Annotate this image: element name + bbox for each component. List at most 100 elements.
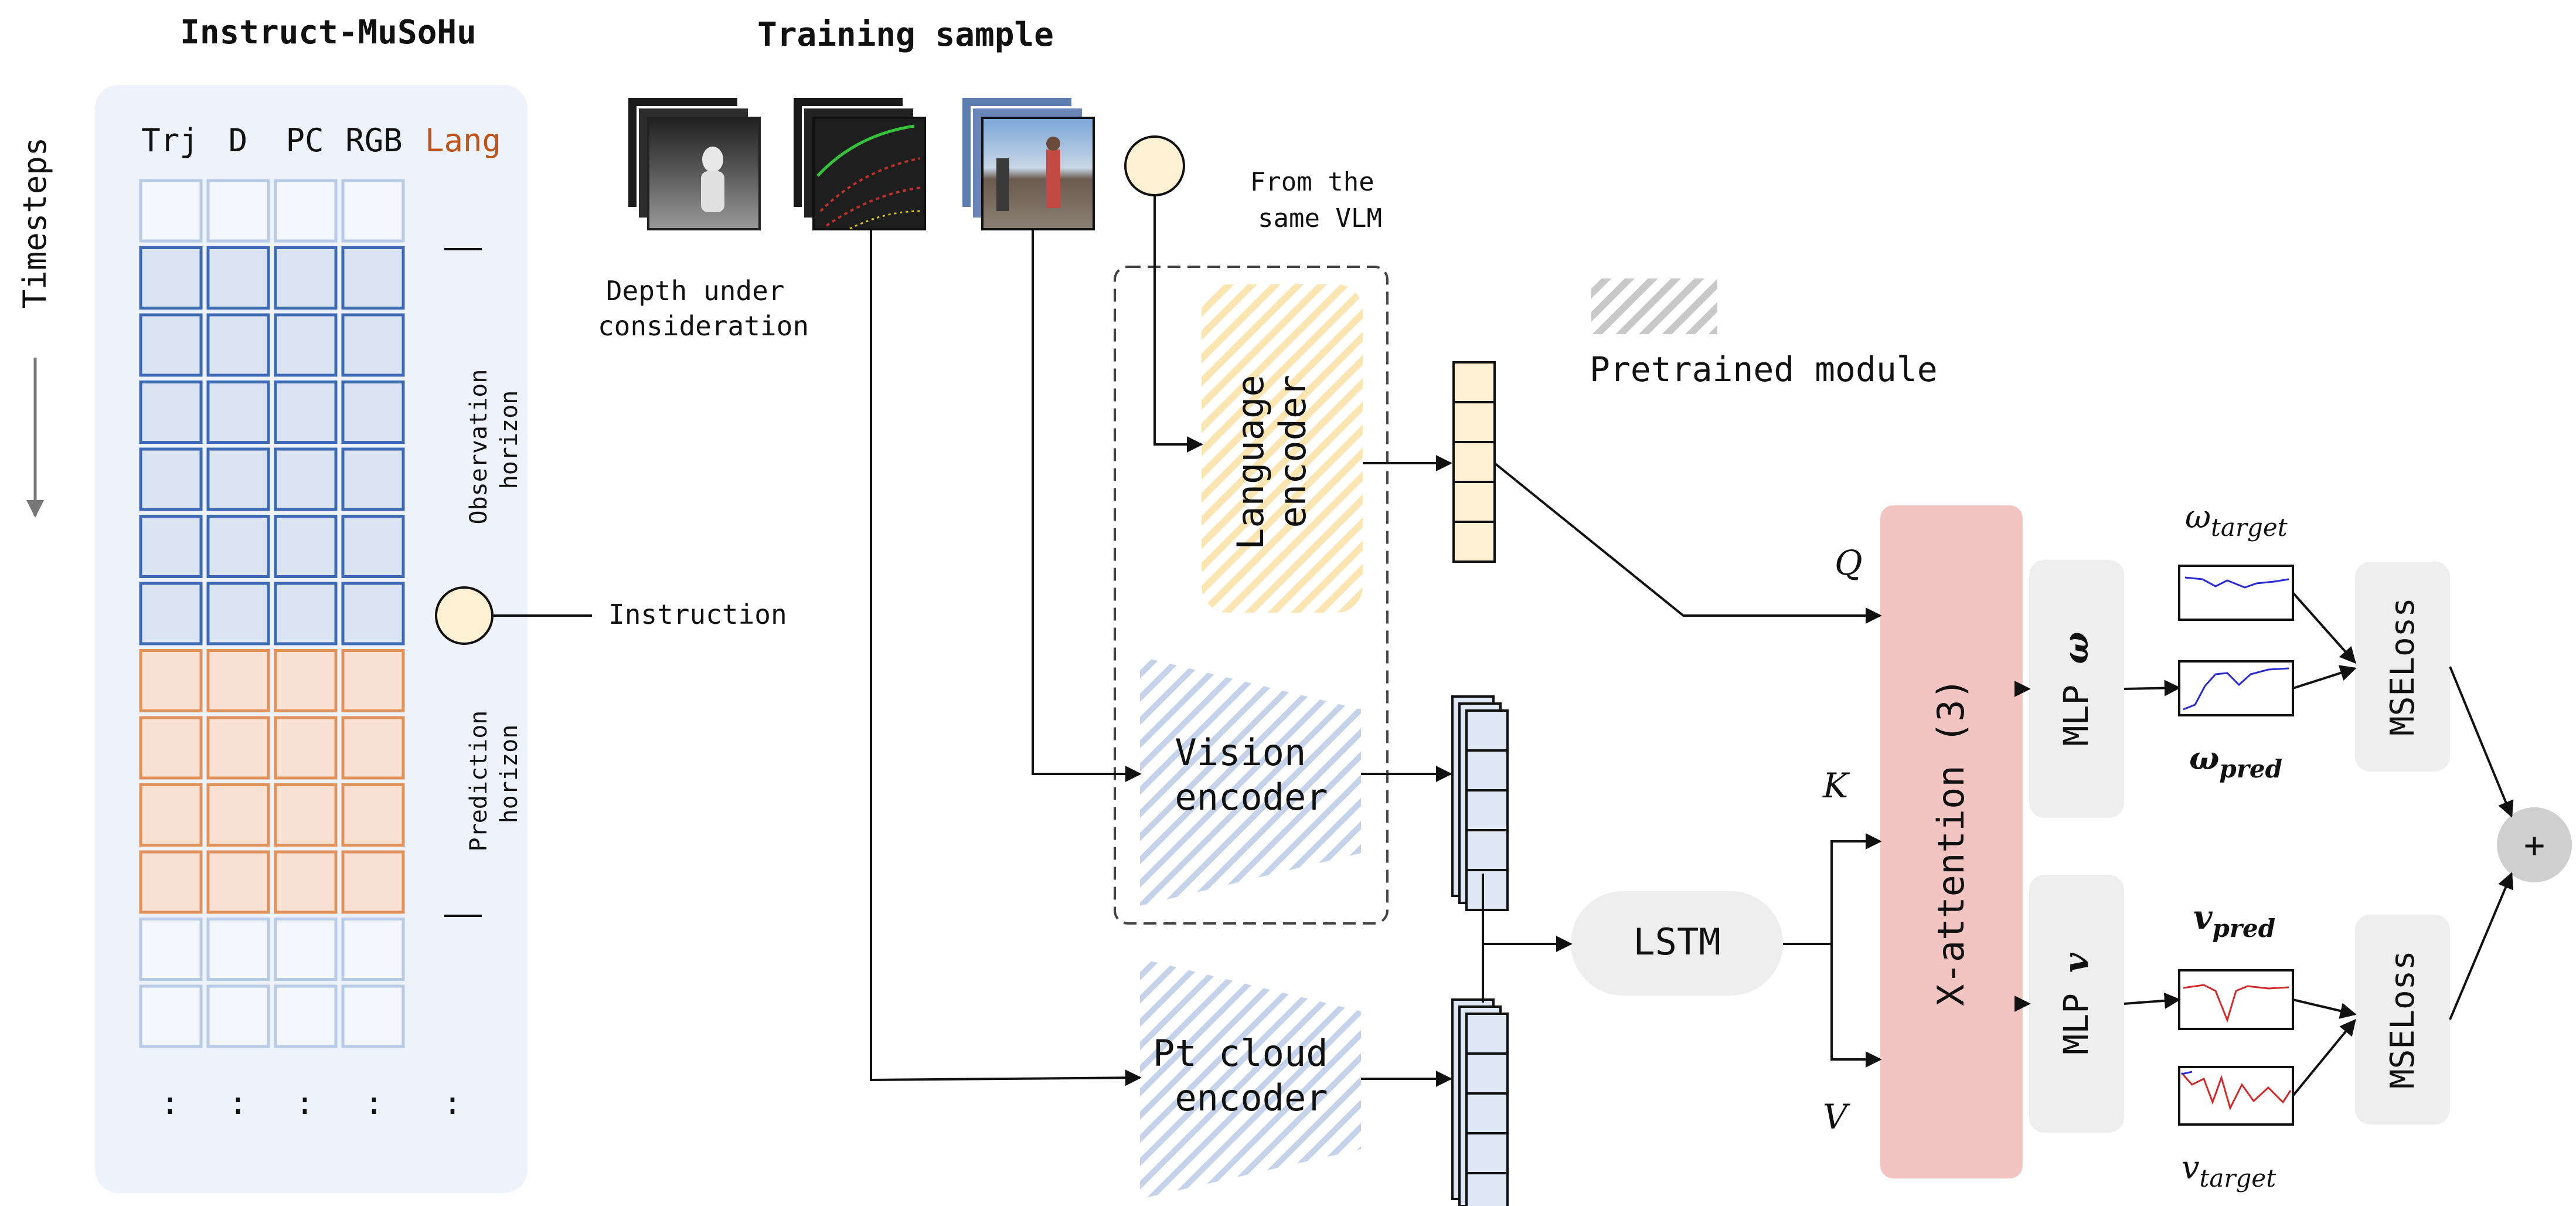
column-header-rgb: RGB: [345, 122, 403, 159]
x-attention-block: X-attention (3): [1880, 505, 2023, 1178]
observation-horizon-label: Observation horizon: [465, 355, 523, 525]
column-header-pc: PC: [285, 122, 324, 159]
vision-token-cell: [1465, 829, 1509, 871]
grid-cell-future: [206, 179, 270, 243]
grid-cell-future: [206, 984, 270, 1048]
q-label: Q: [1835, 543, 1863, 583]
grid-cell-obs: [274, 515, 338, 578]
mlp-omega-block: MLP ω: [2029, 560, 2124, 818]
connectors: [870, 195, 2514, 1097]
vlm-boundary: [1114, 266, 1389, 925]
svg-text:Vision encoder: Vision encoder: [1175, 731, 1328, 818]
grid-cell-obs: [274, 381, 338, 444]
grid-cell-pred: [341, 649, 405, 712]
grid-cell-obs: [341, 515, 405, 578]
grid-cell-obs: [341, 381, 405, 444]
grid-cell-obs: [139, 381, 203, 444]
dataset-title: Instruct-MuSoHu: [180, 13, 477, 52]
grid-cell-obs: [341, 313, 405, 377]
svg-text:Language encoder: Language encoder: [1229, 353, 1314, 550]
svg-text:MSELoss: MSELoss: [2384, 597, 2422, 736]
vision-token-cell: [1465, 869, 1509, 911]
grid-cell-pred: [206, 783, 270, 847]
language-token-cell: [1452, 521, 1496, 563]
point-cloud-feature-tokens: [1451, 998, 1509, 1206]
lstm-block: LSTM: [1571, 891, 1783, 996]
language-token-cell: [1452, 441, 1496, 483]
key-arrow: [1830, 833, 1882, 944]
svg-text:MSELoss: MSELoss: [2384, 950, 2422, 1089]
grid-cell-future: [274, 179, 338, 243]
grid-cell-obs: [274, 313, 338, 377]
grid-cell-pred: [274, 649, 338, 712]
omega-pred-to-loss: [2292, 665, 2357, 689]
ellipsis-rgb: :: [365, 1085, 384, 1122]
svg-text:MLP ω: MLP ω: [2056, 632, 2096, 746]
prediction-horizon-label: Prediction horizon: [465, 697, 523, 852]
grid-cell-pred: [206, 649, 270, 712]
timestep-grid: [139, 179, 405, 1048]
grid-cell-future: [341, 984, 405, 1048]
grid-cell-pred: [341, 850, 405, 914]
instruction-label: Instruction: [608, 599, 787, 630]
grid-cell-future: [206, 918, 270, 981]
language-token-cell: [1452, 481, 1496, 523]
grid-cell-obs: [341, 447, 405, 511]
pc-token-cell: [1465, 1013, 1509, 1055]
grid-cell-obs: [206, 381, 270, 444]
ellipsis-pc: :: [295, 1085, 315, 1122]
mseloss-top-block: MSELoss: [2355, 562, 2450, 772]
language-token: [1124, 135, 1185, 196]
svg-text:LSTM: LSTM: [1633, 920, 1720, 963]
grid-cell-obs: [206, 313, 270, 377]
grid-cell-pred: [274, 850, 338, 914]
point-cloud-image-stack: [791, 96, 926, 230]
legend: Pretrained module: [1590, 278, 1938, 389]
grid-cell-obs: [341, 582, 405, 646]
grid-cell-obs: [139, 447, 203, 511]
grid-cell-pred: [139, 850, 203, 914]
mseloss-bottom-block: MSELoss: [2355, 915, 2450, 1125]
grid-cell-future: [139, 984, 203, 1048]
omega-target-plot: [2178, 565, 2294, 621]
grid-cell-obs: [206, 447, 270, 511]
grid-cell-obs: [206, 246, 270, 310]
svg-text:Pt cloud encoder: Pt cloud encoder: [1153, 1032, 1350, 1119]
k-label: K: [1822, 766, 1850, 806]
grid-cell-obs: [139, 313, 203, 377]
grid-cell-obs: [274, 246, 338, 310]
v-pred-plot: [2178, 969, 2294, 1030]
grid-cell-future: [274, 984, 338, 1048]
svg-text:+: +: [2524, 825, 2545, 866]
grid-cell-obs: [341, 246, 405, 310]
omega-target-to-loss: [2292, 592, 2356, 664]
vision-token-cell: [1465, 709, 1509, 752]
grid-cell-pred: [274, 716, 338, 780]
grid-cell-pred: [341, 783, 405, 847]
rgb-image-stack: [960, 96, 1095, 230]
grid-cell-obs: [139, 515, 203, 578]
timesteps-label: Timesteps: [16, 137, 53, 309]
v-target-plot: [2178, 1066, 2294, 1126]
language-token-cell: [1452, 361, 1496, 403]
mlp-omega-to-pred: [2124, 680, 2181, 697]
grid-cell-obs: [139, 582, 203, 646]
svg-text:X-attention (3): X-attention (3): [1930, 678, 1972, 1006]
pc-token-cell: [1465, 1132, 1509, 1174]
language-token-cell: [1452, 401, 1496, 443]
language-feature-tokens: [1452, 361, 1496, 563]
omega-pred-label: ωpred: [2189, 739, 2282, 783]
v-target-to-loss: [2292, 1018, 2356, 1097]
pt-cloud-encoder: Pt cloud encoder: [1140, 959, 1361, 1199]
ellipsis-lang: :: [443, 1085, 462, 1122]
omega-pred-plot: [2178, 660, 2294, 716]
grid-cell-future: [341, 918, 405, 981]
language-input-arrow: [1153, 195, 1203, 453]
column-header-trj: Trj: [141, 122, 199, 159]
language-encoder: Language encoder: [1202, 284, 1363, 613]
loss-bottom-to-sum: [2449, 872, 2514, 1020]
pretrained-swatch: [1591, 278, 1717, 334]
grid-cell-pred: [139, 783, 203, 847]
dataset-panel: Instruct-MuSoHu Timesteps Trj D PC RGB L…: [16, 13, 787, 1193]
grid-cell-obs: [206, 515, 270, 578]
